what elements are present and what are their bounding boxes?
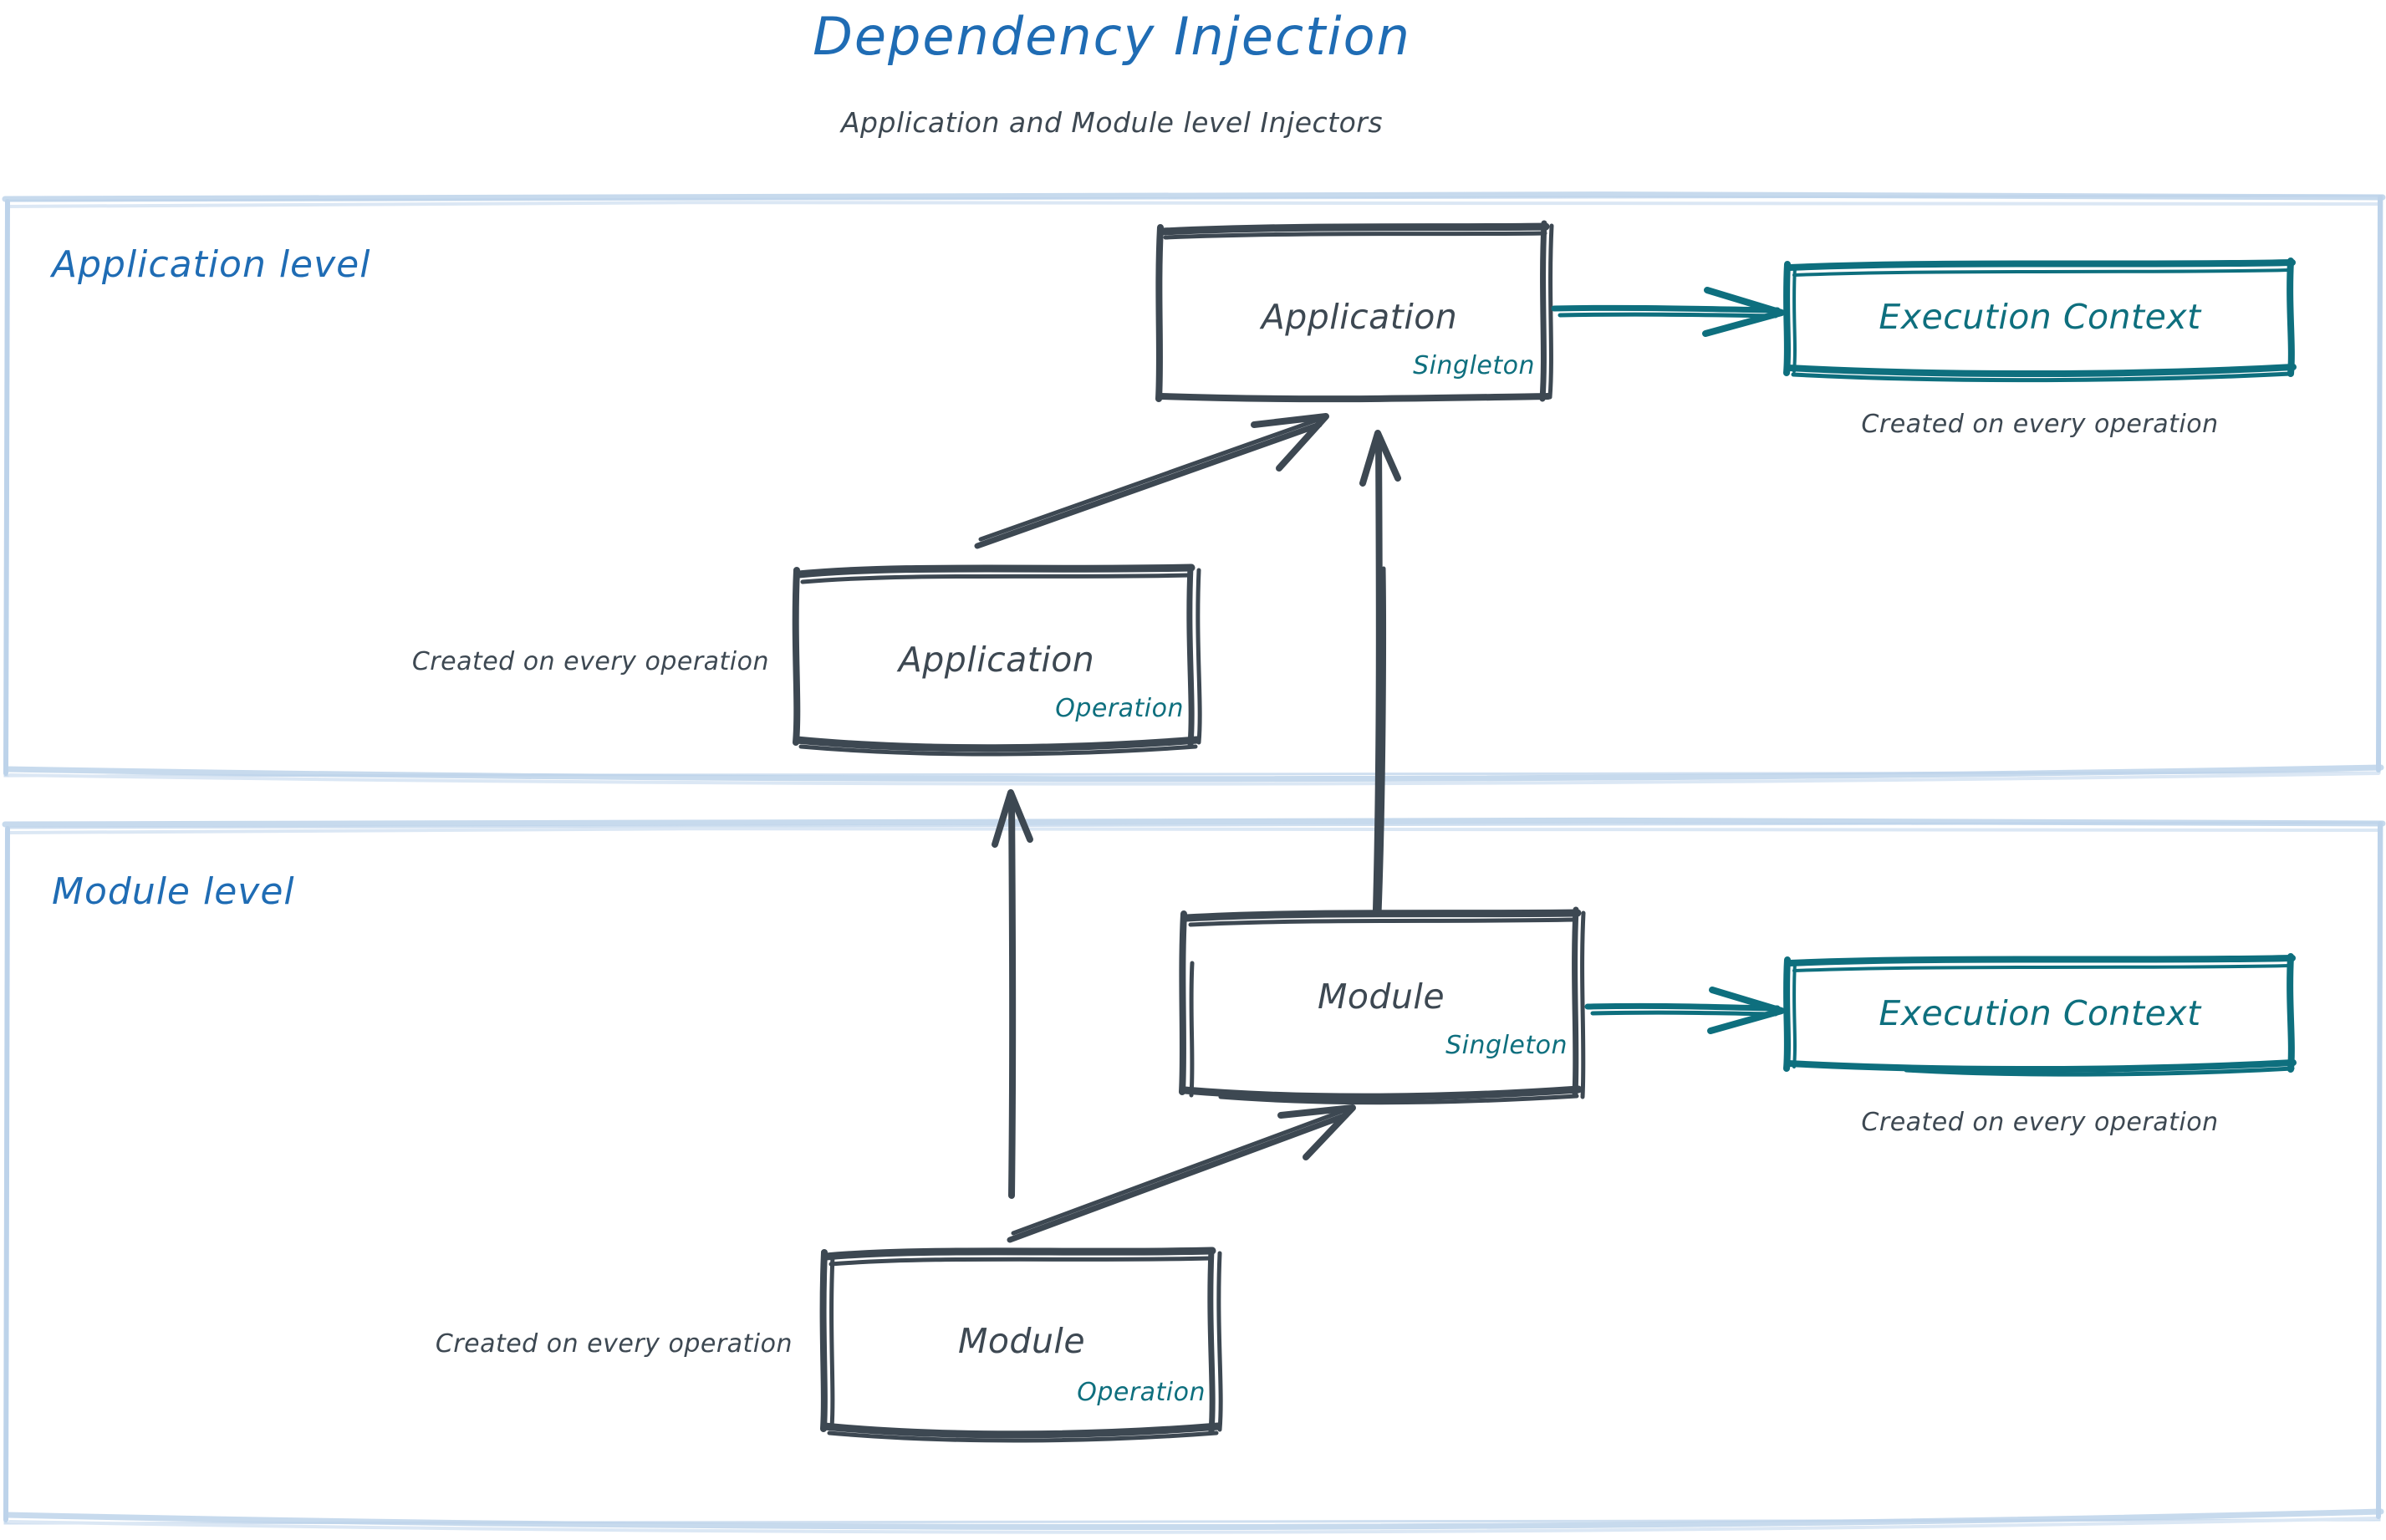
node-scope-module-operation: Operation xyxy=(1077,1378,1206,1407)
note-application-operation: Created on every operation xyxy=(411,647,769,676)
edge-module-singleton-to-app-singleton xyxy=(1359,430,1401,916)
node-title-module-operation: Module xyxy=(957,1321,1086,1361)
node-module-operation-frame xyxy=(819,1247,1223,1443)
edge-app-operation-to-app-singleton xyxy=(974,413,1329,549)
note-module-operation: Created on every operation xyxy=(435,1329,793,1359)
node-title-module-execution-context: Execution Context xyxy=(1879,993,2201,1033)
zone-application-level-frame xyxy=(2,191,2386,786)
edge-app-singleton-to-app-exec-context xyxy=(1551,287,1785,337)
page-subtitle: Application and Module level Injectors xyxy=(840,106,1384,139)
node-scope-module-singleton: Singleton xyxy=(1445,1031,1568,1060)
node-application-execution-context-frame xyxy=(1783,258,2297,383)
zone-label-module-level: Module level xyxy=(52,870,295,913)
edge-module-operation-to-module-singleton xyxy=(1007,1104,1356,1243)
node-title-application-execution-context: Execution Context xyxy=(1879,297,2201,337)
node-scope-application-operation: Operation xyxy=(1055,694,1184,723)
note-application-execution-context: Created on every operation xyxy=(1861,410,2219,439)
node-title-module-singleton: Module xyxy=(1317,977,1445,1017)
node-scope-application-singleton: Singleton xyxy=(1413,351,1535,380)
page-title: Dependency Injection xyxy=(813,6,1411,67)
node-title-application-operation: Application xyxy=(898,640,1095,680)
note-module-execution-context: Created on every operation xyxy=(1861,1108,2219,1137)
node-module-execution-context-frame xyxy=(1783,953,2297,1077)
edge-module-singleton-to-module-exec-context xyxy=(1584,987,1785,1034)
edge-module-operation-to-app-operation xyxy=(992,789,1033,1199)
zone-label-application-level: Application level xyxy=(52,243,371,286)
node-application-singleton-frame xyxy=(1155,220,1554,403)
node-module-singleton-frame xyxy=(1179,906,1586,1105)
zone-module-level-frame xyxy=(2,817,2386,1534)
node-title-application-singleton: Application xyxy=(1261,297,1458,337)
node-application-operation-frame xyxy=(792,563,1202,757)
